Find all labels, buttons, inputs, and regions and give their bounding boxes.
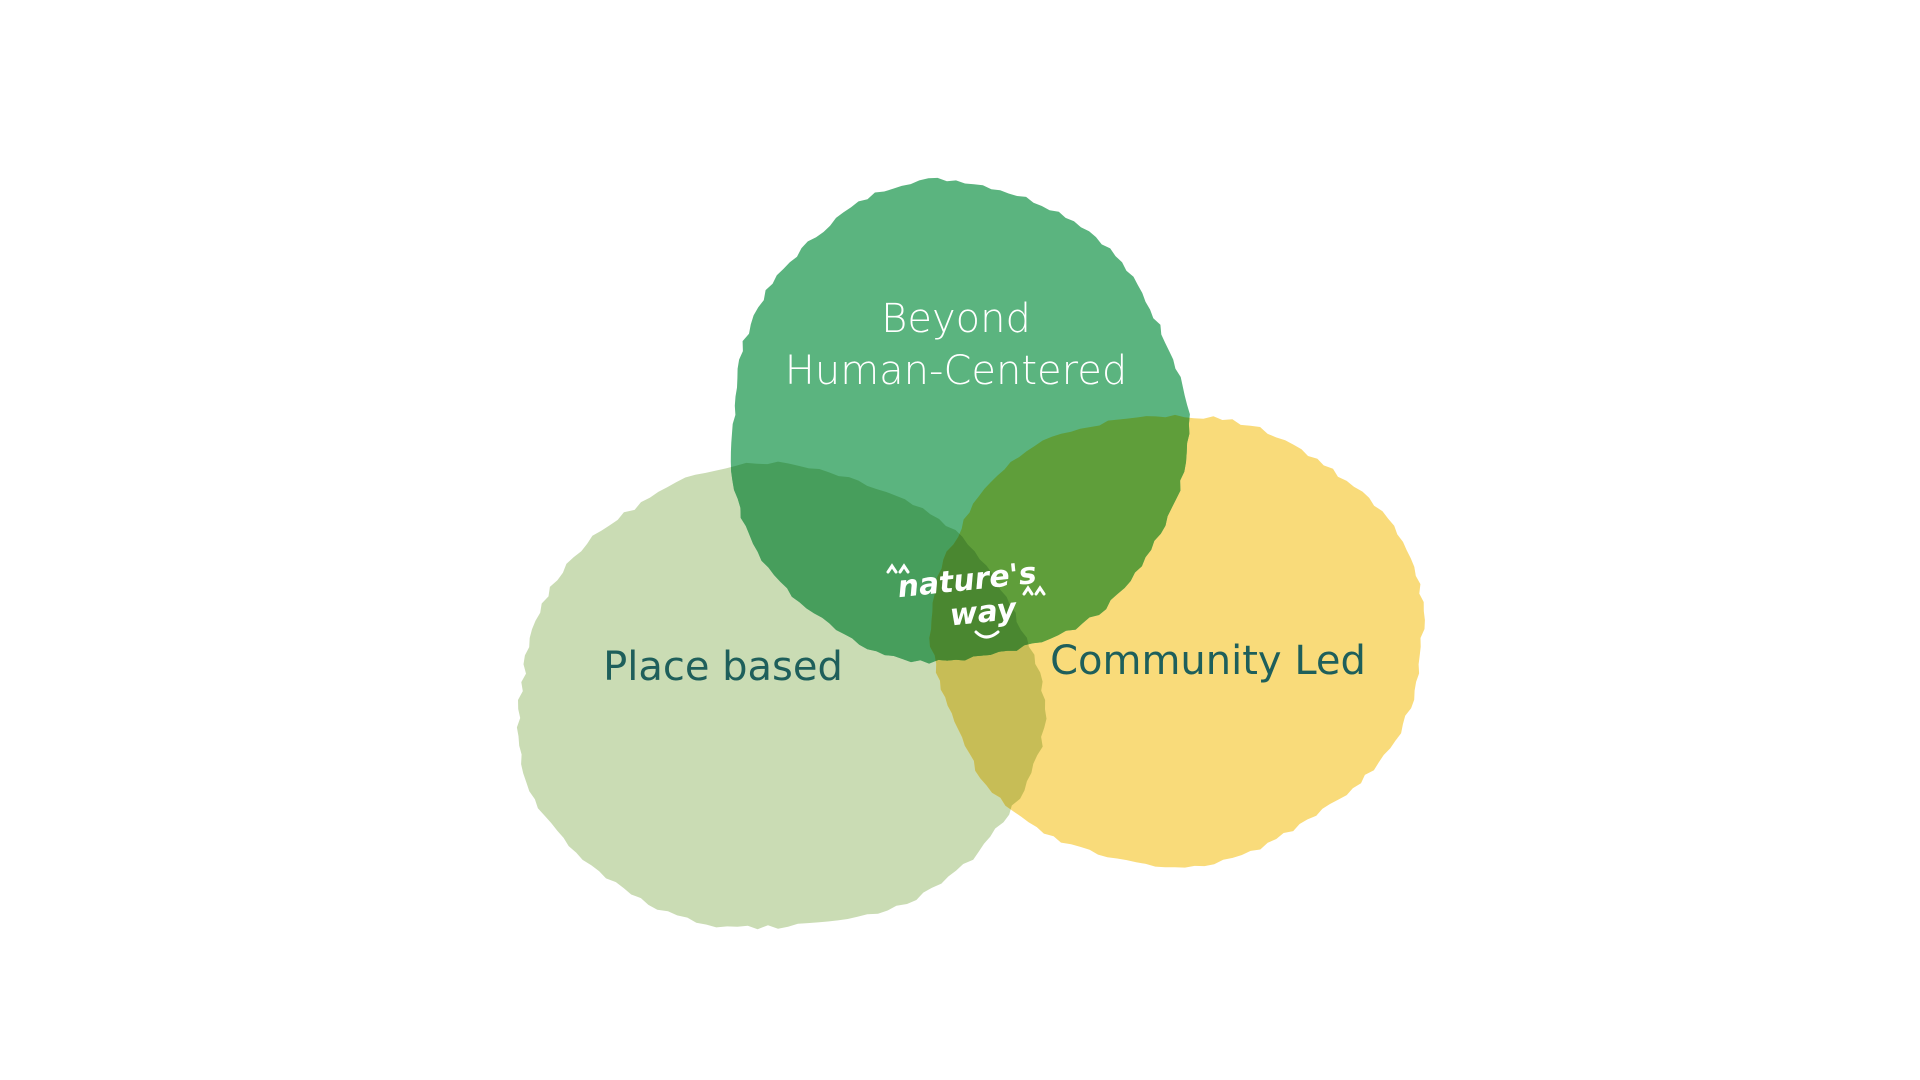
beyond-place-overlap bbox=[730, 461, 1047, 664]
beyond-label-line1: Beyond bbox=[881, 296, 1031, 342]
community-led-label: Community Led bbox=[1050, 638, 1366, 684]
natures-way-logo: nature's way bbox=[886, 556, 1046, 639]
beyond-label-line2: Human-Centered bbox=[785, 348, 1127, 394]
logo-ornament-left bbox=[886, 563, 910, 574]
logo-text-way: way bbox=[948, 592, 1019, 634]
place-based-label: Place based bbox=[603, 644, 843, 690]
logo-ornament-right bbox=[974, 585, 1046, 639]
